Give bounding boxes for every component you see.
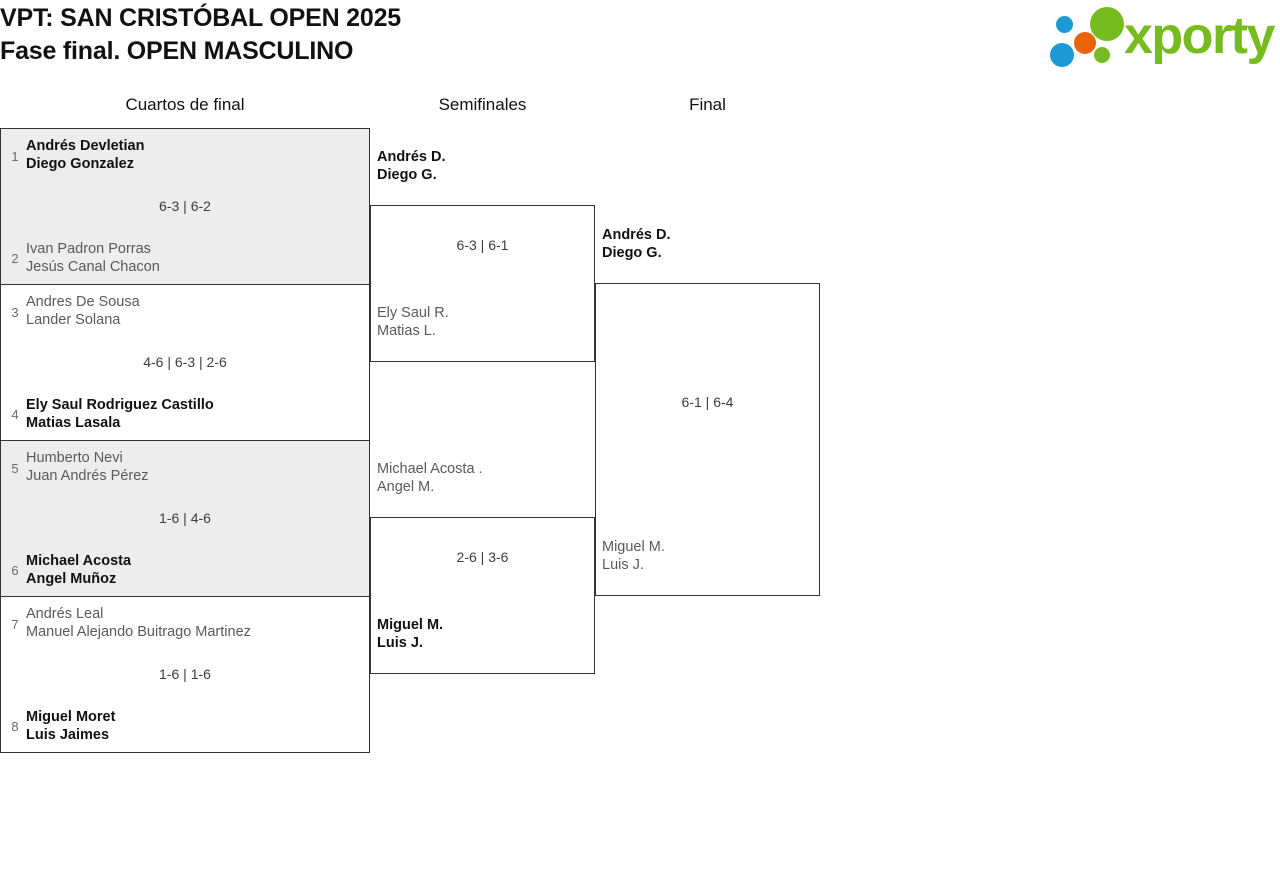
logo-dot-blue-small [1056, 16, 1073, 33]
match-quarterfinal-4[interactable]: 7 Andrés Leal Manuel Alejando Buitrago M… [0, 596, 370, 753]
seed-number: 4 [11, 407, 19, 422]
team-entry: Miguel M. Luis J. [602, 538, 665, 574]
player-name: Michael Acosta [26, 553, 132, 569]
player-name: Luis J. [602, 557, 644, 573]
team-entry: Andrés Devletian Diego Gonzalez [26, 137, 361, 173]
match-score: 6-3 | 6-1 [456, 237, 509, 253]
match-quarterfinal-3[interactable]: 5 Humberto Nevi Juan Andrés Pérez 1-6 | … [0, 440, 370, 597]
player-name: Ivan Padron Porras [26, 241, 151, 257]
player-name: Angel M. [377, 479, 435, 495]
team-entry: Andrés D. Diego G. [602, 226, 671, 262]
match-semifinal-1[interactable]: 6-3 | 6-1 [370, 205, 595, 362]
xporty-logo: xporty [1048, 5, 1276, 67]
player-name: Andrés D. [602, 227, 671, 243]
logo-wordmark: xporty [1124, 7, 1275, 65]
player-name: Angel Muñoz [26, 571, 117, 587]
player-name: Ely Saul Rodriguez Castillo [26, 397, 214, 413]
player-name: Miguel M. [602, 539, 665, 555]
seed-number: 5 [11, 461, 19, 476]
logo-dots-icon [1048, 5, 1126, 67]
player-name: Diego G. [602, 245, 662, 261]
player-name: Andrés Leal [26, 606, 104, 622]
player-name: Luis J. [377, 635, 423, 651]
page-header: VPT: SAN CRISTÓBAL OPEN 2025 Fase final.… [0, 0, 1280, 80]
team-entry: Miguel M. Luis J. [377, 616, 443, 652]
seed-number: 6 [11, 563, 19, 578]
tournament-title: VPT: SAN CRISTÓBAL OPEN 2025 Fase final.… [0, 2, 900, 68]
team-entry: Andres De Sousa Lander Solana [26, 293, 361, 329]
player-name: Jesús Canal Chacon [26, 259, 160, 275]
tournament-title-line-1: VPT: SAN CRISTÓBAL OPEN 2025 [0, 4, 401, 32]
player-name: Manuel Alejando Buitrago Martinez [26, 624, 251, 640]
round-header-final: Final [689, 95, 726, 114]
team-entry: Miguel Moret Luis Jaimes [26, 708, 361, 744]
logo-dot-orange [1074, 32, 1096, 54]
player-name: Andrés Devletian [26, 138, 145, 154]
seed-number: 3 [11, 305, 19, 320]
logo-dot-green-large [1090, 7, 1124, 41]
team-entry: Michael Acosta . Angel M. [377, 460, 483, 496]
team-entry: Ivan Padron Porras Jesús Canal Chacon [26, 240, 361, 276]
player-name: Miguel M. [377, 617, 444, 633]
player-name: Ely Saul R. [377, 305, 449, 321]
team-entry: Andrés Leal Manuel Alejando Buitrago Mar… [26, 605, 361, 641]
match-semifinal-2[interactable]: 2-6 | 3-6 [370, 517, 595, 674]
player-name: Humberto Nevi [26, 450, 123, 466]
match-final[interactable]: 6-1 | 6-4 [595, 283, 820, 596]
player-name: Diego Gonzalez [26, 156, 134, 172]
tournament-title-line-2: Fase final. OPEN MASCULINO [0, 37, 354, 65]
match-score: 4-6 | 6-3 | 2-6 [143, 354, 227, 370]
player-name: Miguel Moret [26, 709, 116, 725]
player-name: Andres De Sousa [26, 294, 140, 310]
match-score: 6-1 | 6-4 [681, 394, 734, 410]
logo-dot-green-small [1094, 47, 1110, 63]
team-entry: Michael Acosta Angel Muñoz [26, 552, 361, 588]
player-name: Juan Andrés Pérez [26, 468, 149, 484]
seed-number: 2 [11, 251, 19, 266]
match-quarterfinal-1[interactable]: 1 Andrés Devletian Diego Gonzalez 6-3 | … [0, 128, 370, 285]
team-entry: Ely Saul Rodriguez Castillo Matias Lasal… [26, 396, 361, 432]
player-name: Diego G. [377, 167, 437, 183]
team-entry: Andrés D. Diego G. [377, 148, 446, 184]
match-score: 1-6 | 4-6 [159, 510, 211, 526]
seed-number: 1 [11, 149, 19, 164]
match-quarterfinal-2[interactable]: 3 Andres De Sousa Lander Solana 4-6 | 6-… [0, 284, 370, 441]
round-header-semifinals: Semifinales [438, 95, 527, 114]
player-name: Michael Acosta . [377, 461, 483, 477]
player-name: Lander Solana [26, 312, 121, 328]
player-name: Matias Lasala [26, 415, 121, 431]
player-name: Andrés D. [377, 149, 446, 165]
round-header-quarterfinals: Cuartos de final [125, 95, 245, 114]
player-name: Matias L. [377, 323, 436, 339]
seed-number: 8 [11, 719, 19, 734]
match-score: 2-6 | 3-6 [456, 549, 509, 565]
seed-number: 7 [11, 617, 19, 632]
match-score: 1-6 | 1-6 [159, 666, 211, 682]
team-entry: Ely Saul R. Matias L. [377, 304, 449, 340]
team-entry: Humberto Nevi Juan Andrés Pérez [26, 449, 361, 485]
match-score: 6-3 | 6-2 [159, 198, 211, 214]
logo-dot-blue-large [1050, 43, 1074, 67]
player-name: Luis Jaimes [26, 727, 110, 743]
